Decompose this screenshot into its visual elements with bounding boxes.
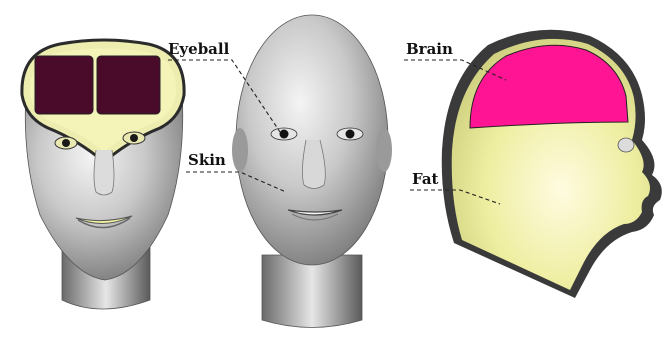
right-eyeball — [618, 138, 634, 152]
left-head-cutaway — [22, 40, 184, 309]
left-nose — [94, 150, 114, 195]
center-head-skin — [232, 15, 392, 328]
label-fat: Fat — [412, 170, 439, 188]
right-head-section — [442, 30, 662, 298]
center-eyeball-right — [346, 130, 355, 139]
left-eyeball-left — [62, 139, 70, 147]
label-skin: Skin — [188, 151, 226, 169]
center-eyeball-left — [280, 130, 289, 139]
left-eyeball-right — [130, 134, 138, 142]
label-brain: Brain — [406, 40, 453, 58]
label-eyeball: Eyeball — [168, 40, 230, 58]
center-ear-left — [232, 128, 248, 172]
left-brain-hemisphere-right — [97, 56, 160, 114]
center-ear-right — [376, 128, 392, 172]
center-neck — [262, 255, 362, 328]
center-nose — [302, 140, 325, 189]
left-brain-hemisphere-left — [35, 56, 93, 114]
